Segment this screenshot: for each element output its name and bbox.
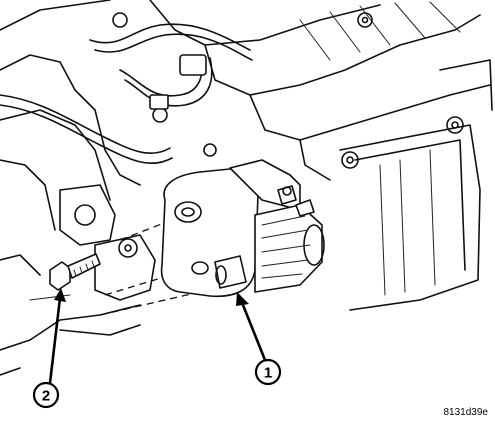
callout-2: 2 xyxy=(32,381,60,409)
leader-arrows xyxy=(48,288,267,385)
figure-id: 8131d39e xyxy=(444,407,489,418)
callout-1-label: 1 xyxy=(264,365,272,382)
mounting-bolt xyxy=(49,253,101,291)
callout-2-label: 2 xyxy=(42,388,50,405)
starter-motor xyxy=(160,159,325,298)
wiring-harness xyxy=(0,23,253,165)
callout-1: 1 xyxy=(254,358,282,386)
